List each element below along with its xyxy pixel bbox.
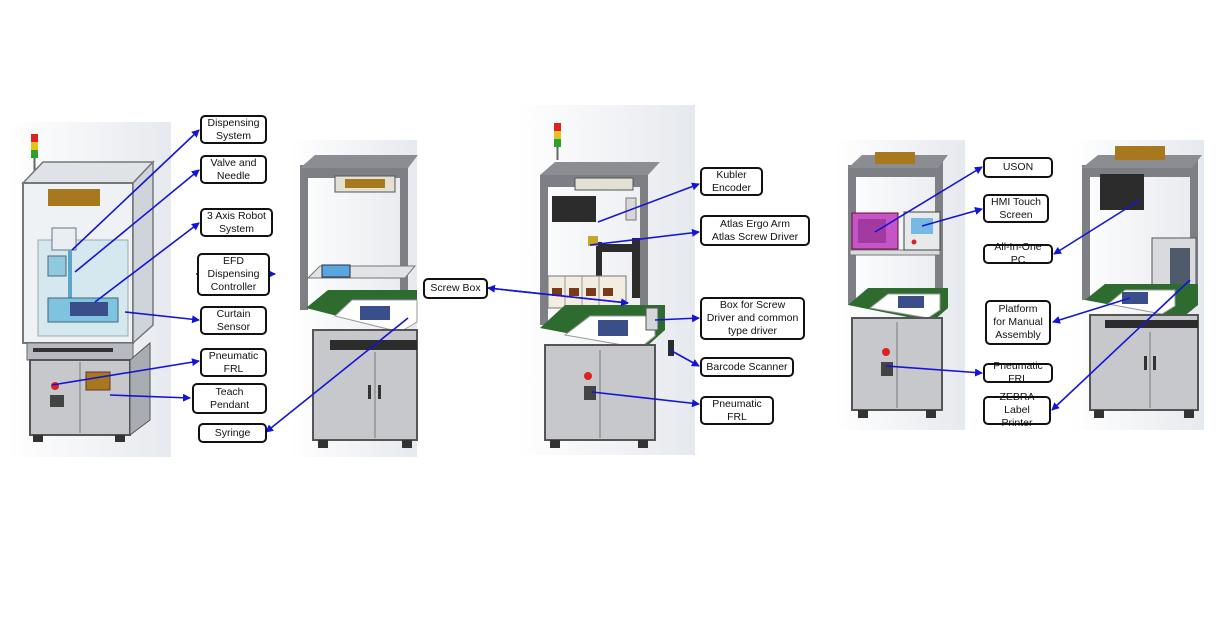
label-uson: USON <box>983 157 1053 178</box>
screw-station-machine <box>540 123 674 448</box>
label-screw-box: Screw Box <box>423 278 488 299</box>
arrow-atlas <box>589 228 700 246</box>
label-kubler-encoder: Kubler Encoder <box>700 167 763 196</box>
arrow-screw-box-back <box>487 284 629 304</box>
arrow-teach-pendant <box>109 393 191 402</box>
arrow-pneumatic-frl-3 <box>885 365 983 377</box>
arrow-barcode <box>669 349 700 367</box>
label-all-in-one-pc: All-In-One PC <box>983 241 1053 266</box>
label-platform-manual-assembly: Platform for Manual Assembly <box>985 300 1051 345</box>
arrow-pneumatic-frl-2 <box>591 391 700 408</box>
label-box-screw-driver: Box for Screw Driver and common type dri… <box>700 297 805 340</box>
manual-station-machine <box>848 152 948 418</box>
dispensing-side-machine <box>300 155 418 448</box>
arrow-robot <box>94 222 200 303</box>
label-barcode-scanner: Barcode Scanner <box>700 357 794 377</box>
callout-arrows <box>51 129 1191 433</box>
label-dispensing-system: Dispensing System <box>200 115 267 144</box>
label-teach-pendant: Teach Pendant <box>192 383 267 414</box>
arrow-valve-needle <box>74 169 200 273</box>
label-efd-controller: EFD Dispensing Controller <box>197 253 270 296</box>
label-zebra-printer: ZEBRA Label Printer <box>983 391 1051 429</box>
label-pneumatic-frl-2: Pneumatic FRL <box>700 396 774 425</box>
label-atlas-arm: Atlas Ergo Arm Atlas Screw Driver <box>700 215 810 246</box>
arrow-all-in-one-pc <box>1053 199 1141 255</box>
arrow-platform <box>1052 297 1131 324</box>
arrow-curtain <box>124 311 200 324</box>
arrow-kubler <box>597 182 700 223</box>
label-hmi-touch-screen: HMI Touch Screen <box>983 194 1049 223</box>
label-curtain-sensor: Curtain Sensor <box>200 306 267 335</box>
arrow-uson <box>874 166 983 233</box>
arrow-pneumatic-frl-1 <box>51 358 200 386</box>
arrow-dispensing-system <box>71 129 200 251</box>
arrow-zebra <box>1051 279 1191 411</box>
label-pneumatic-frl-3: Pneumatic FRL <box>983 360 1053 385</box>
arrow-hmi <box>921 207 983 227</box>
arrow-syringe <box>265 317 409 433</box>
label-pneumatic-frl-1: Pneumatic FRL <box>200 348 267 377</box>
label-valve-needle: Valve and Needle <box>200 155 267 184</box>
printer-station-machine <box>1082 146 1202 418</box>
label-3-axis-robot: 3 Axis Robot System <box>200 208 273 237</box>
label-syringe: Syringe <box>198 423 267 443</box>
arrow-box-screw-driver <box>654 314 700 323</box>
